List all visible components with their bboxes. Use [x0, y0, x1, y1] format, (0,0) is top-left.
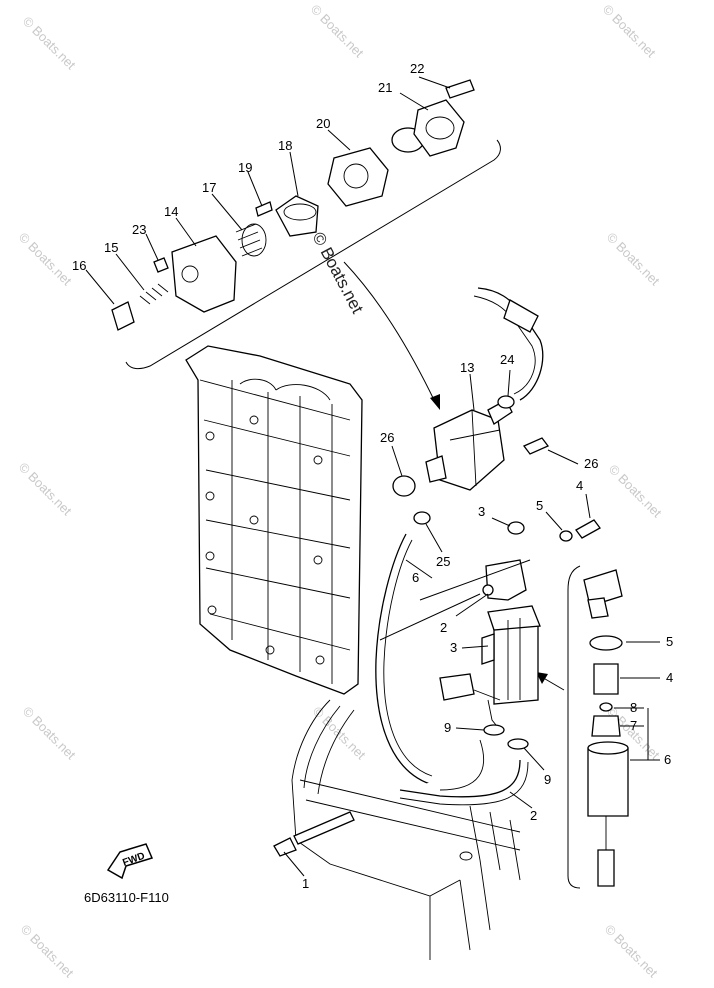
callout-10: 2: [440, 620, 447, 635]
watermark: © Boats.net: [16, 460, 75, 519]
callout-1: 1: [302, 876, 309, 891]
upper-parts: [111, 79, 475, 331]
watermark: © Boats.net: [308, 2, 367, 61]
bolt-1: [273, 811, 355, 857]
callout-3: 3: [450, 640, 457, 655]
callout-13: 5: [536, 498, 543, 513]
watermark: © Boats.net: [606, 462, 665, 521]
watermark: © Boats.net: [18, 922, 77, 981]
bolt-12: [575, 519, 601, 539]
callout-6: 6: [664, 752, 671, 767]
callout-4: 4: [666, 670, 673, 685]
diagram-code: 6D63110-F110: [84, 890, 169, 905]
callout-23: 21: [378, 80, 392, 95]
watermark: © Boats.net: [604, 230, 663, 289]
callout-8: 8: [630, 700, 637, 715]
callout-9a: 9: [444, 720, 451, 735]
center-watermark: © Boats.net: [308, 229, 367, 317]
fwd-arrow-icon: FWD: [106, 843, 154, 880]
clip-26a: [497, 395, 515, 409]
group-bracket-upper: [125, 139, 501, 370]
callout-24: 22: [410, 61, 424, 76]
leader-arrow: [343, 261, 436, 403]
callout-18: 16: [72, 258, 86, 273]
callout-20: 18: [278, 138, 292, 153]
callout-25: 23: [132, 222, 146, 237]
hose-top: [477, 287, 544, 401]
callout-17: 15: [104, 240, 118, 255]
watermark: © Boats.net: [20, 14, 79, 73]
washer-13: [559, 530, 573, 542]
callout-28: 26: [584, 456, 598, 471]
clip-9b: [507, 738, 529, 750]
bolt-28: [522, 437, 550, 455]
fuel-pump-15: [425, 399, 513, 491]
callout-12: 4: [576, 478, 583, 493]
callout-16: 14: [164, 204, 178, 219]
callout-21: 19: [238, 160, 252, 175]
callout-19: 17: [202, 180, 216, 195]
group-bracket-right: [567, 565, 581, 889]
fuel-filter-3: [481, 605, 541, 731]
callout-22: 20: [316, 116, 330, 131]
watermark: © Boats.net: [602, 922, 661, 981]
lower-housing: [291, 699, 521, 960]
leader-lines: [85, 76, 660, 877]
callout-5: 5: [666, 634, 673, 649]
arrow-head: [536, 672, 548, 684]
callout-7: 7: [630, 718, 637, 733]
hose-2: [399, 759, 521, 798]
callout-numbers: 22 21 20 18 19 17 14 23 15 16 13 24 26 2…: [72, 61, 673, 891]
watermark: © Boats.net: [20, 704, 79, 763]
filter-parts: [583, 569, 629, 887]
callout-27: 26: [380, 430, 394, 445]
callout-15: 13: [460, 360, 474, 375]
watermark: © Boats.net: [600, 2, 659, 61]
callout-26b: 25: [436, 554, 450, 569]
connector: [439, 673, 475, 701]
clip-26b: [413, 511, 431, 525]
washer-11: [507, 521, 525, 535]
cylinder-block: [185, 345, 363, 695]
callout-11: 3: [478, 504, 485, 519]
bracket-10: [485, 559, 527, 601]
callout-26a: 24: [500, 352, 514, 367]
arrow-head: [430, 394, 440, 410]
callout-9b: 9: [544, 772, 551, 787]
callout-14: 6: [412, 570, 419, 585]
clip-9a: [483, 724, 505, 736]
o-ring-27: [392, 475, 416, 497]
watermark: © Boats.net: [16, 230, 75, 289]
callout-2: 2: [530, 808, 537, 823]
